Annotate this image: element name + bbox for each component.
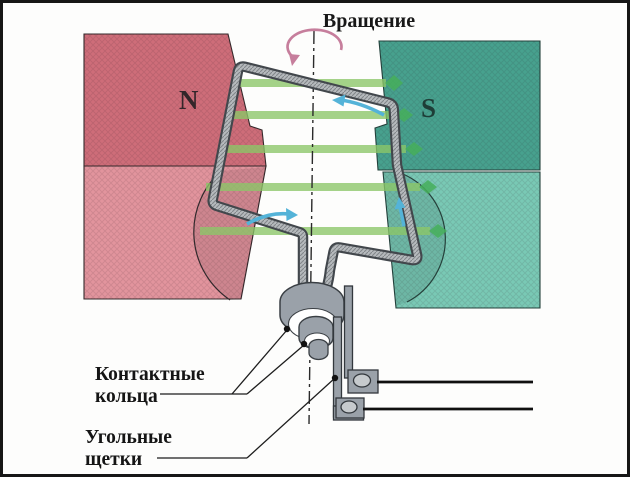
callout-dots bbox=[283, 325, 339, 382]
field-line bbox=[200, 227, 430, 235]
current-arrow-top bbox=[340, 98, 385, 117]
slip-rings-label-line1: Контактные bbox=[95, 364, 205, 385]
shaft-end bbox=[308, 338, 329, 361]
output-wires bbox=[363, 380, 533, 411]
leader-dot bbox=[331, 374, 339, 382]
leader-slip-rings-1 bbox=[231, 329, 288, 395]
brushes-label-line1: Угольные bbox=[85, 427, 172, 448]
current-arrowhead-icon bbox=[394, 197, 406, 210]
brush-holder-bar-right bbox=[343, 285, 354, 379]
current-arrow-bottom-left bbox=[246, 211, 290, 226]
rotation-arrowhead-icon bbox=[289, 54, 300, 66]
leader-brushes-1 bbox=[246, 377, 336, 459]
slip-rings bbox=[279, 281, 345, 361]
magnet-texture bbox=[84, 34, 540, 308]
rotation-indicator bbox=[286, 28, 343, 66]
leader-dot bbox=[300, 340, 308, 348]
field-arrowhead-icon bbox=[385, 75, 403, 91]
field-arrowhead-icon bbox=[419, 180, 437, 194]
field-line bbox=[206, 183, 420, 191]
current-arrow-right bbox=[398, 206, 406, 227]
field-arrowhead-icon bbox=[405, 142, 423, 156]
pole-s-label: S bbox=[421, 93, 436, 123]
leader-slip-rings-2 bbox=[246, 344, 305, 395]
callout-labels: Контактные кольца Угольные щетки bbox=[85, 364, 205, 470]
callout-leaders bbox=[157, 329, 336, 459]
brush-lower-terminal bbox=[340, 400, 358, 414]
current-arrows bbox=[246, 94, 406, 227]
field-arrowhead-icon bbox=[429, 224, 447, 238]
field-arrowheads bbox=[385, 75, 447, 238]
rotor-coil bbox=[207, 61, 423, 290]
slip-rings-label-line2: кольца bbox=[95, 386, 158, 407]
rotation-title: Вращение bbox=[323, 10, 415, 32]
field-line bbox=[220, 145, 406, 153]
rotation-axis-line bbox=[308, 30, 315, 425]
rotation-arrow-icon bbox=[286, 28, 343, 59]
leader-dot bbox=[283, 325, 291, 333]
brush-assembly bbox=[332, 285, 379, 421]
coil-hatch-texture bbox=[209, 63, 421, 289]
pole-n-label: N bbox=[179, 85, 199, 115]
brush-upper-terminal bbox=[352, 373, 372, 388]
field-line bbox=[228, 111, 396, 119]
brushes-label-line2: щетки bbox=[85, 449, 142, 470]
current-arrowhead-icon bbox=[332, 94, 346, 107]
current-arrowhead-icon bbox=[286, 208, 298, 221]
